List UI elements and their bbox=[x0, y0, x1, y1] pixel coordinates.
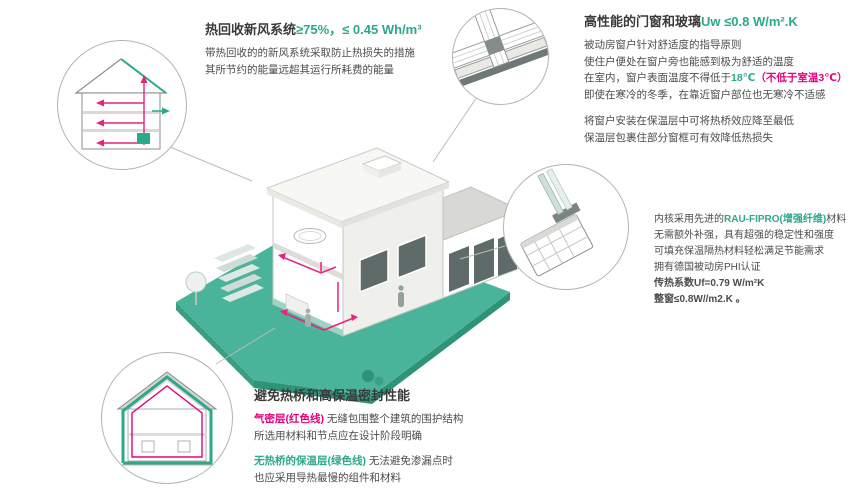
body-text: 材料 bbox=[826, 214, 847, 225]
insulation-layers-icon bbox=[110, 371, 224, 466]
body-line: 被动房窗户针对舒适度的指导原则 bbox=[584, 38, 742, 51]
callout-ventilation-title: 热回收新风系统≥75%，≤ 0.45 Wh/m³ bbox=[205, 22, 473, 39]
body-line: 拥有德国被动房PHI认证 bbox=[654, 262, 761, 273]
house-cutaway-illustration bbox=[158, 86, 543, 411]
person-figure bbox=[305, 308, 311, 327]
isometric-house-icon bbox=[176, 147, 522, 404]
airtight-layer-line bbox=[131, 385, 203, 458]
title-value: Uw ≤0.8 W/m².K bbox=[701, 14, 798, 29]
body-line: 使住户便处在窗户旁也能感到极为舒适的温度 bbox=[584, 55, 794, 68]
window-profile-icon bbox=[520, 168, 594, 277]
body-line: 即使在寒冷的冬季，在靠近窗户部位也无寒冷不适感 bbox=[584, 89, 826, 102]
stairs bbox=[214, 244, 264, 302]
body-text: 在室内，窗户表面温度不得低于 bbox=[584, 72, 731, 85]
body-line: 内核采用先进的RAU-FIPRO(增强纤维)材料 bbox=[654, 212, 864, 228]
ventilation-section-thumbnail bbox=[57, 40, 187, 170]
callout-insulation-title: 避免热桥和高保温密封性能 bbox=[254, 388, 411, 403]
callout-windows-title: 高性能的门窗和玻璃Uw ≤0.8 W/m².K bbox=[584, 14, 858, 31]
callout-windows: 高性能的门窗和玻璃Uw ≤0.8 W/m².K 被动房窗户针对舒适度的指导原则 … bbox=[584, 14, 858, 147]
body-line: 带热回收的的新风系统采取防止热损失的措施 bbox=[205, 46, 415, 59]
title-text: 高性能的门窗和玻璃 bbox=[584, 14, 702, 29]
body-line: 无热桥的保温层(绿色线) 无法避免渗漏点时 bbox=[254, 453, 520, 470]
body-line: 在室内，窗户表面温度不得低于18℃（不低于室温3℃） bbox=[584, 70, 858, 87]
window-corner-thumbnail bbox=[452, 8, 549, 105]
body-text: 无法避免渗漏点时 bbox=[366, 455, 453, 468]
ventilation-ducts bbox=[278, 253, 358, 331]
insulation-layer-label: 无热桥的保温层(绿色线) bbox=[254, 455, 366, 468]
body-line: 也应采用导热最慢的组件和材料 bbox=[254, 472, 401, 485]
window-corner-detail-icon bbox=[453, 9, 548, 87]
body-line: 可填充保温隔热材料轻松满足节能需求 bbox=[654, 246, 824, 257]
temperature-note: （不低于室温3℃） bbox=[755, 72, 848, 85]
body-line: 将窗户安装在保温层中可将热桥效应降至最低 bbox=[584, 115, 794, 128]
airtight-layer-label: 气密层(红色线) bbox=[254, 412, 324, 425]
person-figure bbox=[398, 285, 404, 307]
body-line: 其所节约的能量远超其运行所耗费的能量 bbox=[205, 63, 394, 76]
title-value: ≥75%，≤ 0.45 Wh/m³ bbox=[296, 22, 422, 37]
body-line: 无需额外补强，具有超强的稳定性和强度 bbox=[654, 230, 834, 241]
bathtub bbox=[293, 228, 327, 244]
body-line: 所选用材料和节点应在设计阶段明确 bbox=[254, 429, 422, 442]
body-text: 内核采用先进的 bbox=[654, 214, 724, 225]
callout-ventilation: 热回收新风系统≥75%，≤ 0.45 Wh/m³ 带热回收的的新风系统采取防止热… bbox=[205, 22, 473, 78]
temperature-value: 18℃ bbox=[731, 72, 756, 85]
bush-icon bbox=[362, 370, 374, 382]
u-value-frame: 传热系数Uf=0.79 W/m²K bbox=[654, 278, 765, 289]
u-value-window: 整窗≤0.8W//m2.K 。 bbox=[654, 294, 746, 305]
bush-icon bbox=[374, 376, 384, 386]
callout-insulation: 避免热桥和高保温密封性能 气密层(红色线) 无缝包围整个建筑的围护结构 所选用材… bbox=[254, 388, 520, 492]
window-profile-thumbnail bbox=[503, 164, 629, 290]
insulation-layer-line bbox=[121, 375, 213, 465]
insulation-section-thumbnail bbox=[101, 352, 233, 484]
callout-profile: 内核采用先进的RAU-FIPRO(增强纤维)材料 无需额外补强，具有超强的稳定性… bbox=[654, 212, 864, 308]
material-name: RAU-FIPRO(增强纤维) bbox=[724, 214, 827, 225]
title-text: 热回收新风系统 bbox=[205, 22, 297, 37]
ventilation-cross-section-icon bbox=[74, 58, 170, 150]
body-line: 气密层(红色线) 无缝包围整个建筑的围护结构 bbox=[254, 411, 520, 428]
body-line: 保温层包裹住部分窗框可有效降低热损失 bbox=[584, 131, 773, 144]
body-text: 无缝包围整个建筑的围护结构 bbox=[324, 412, 464, 425]
main-building-block bbox=[265, 147, 451, 337]
tree-icon bbox=[185, 271, 207, 305]
